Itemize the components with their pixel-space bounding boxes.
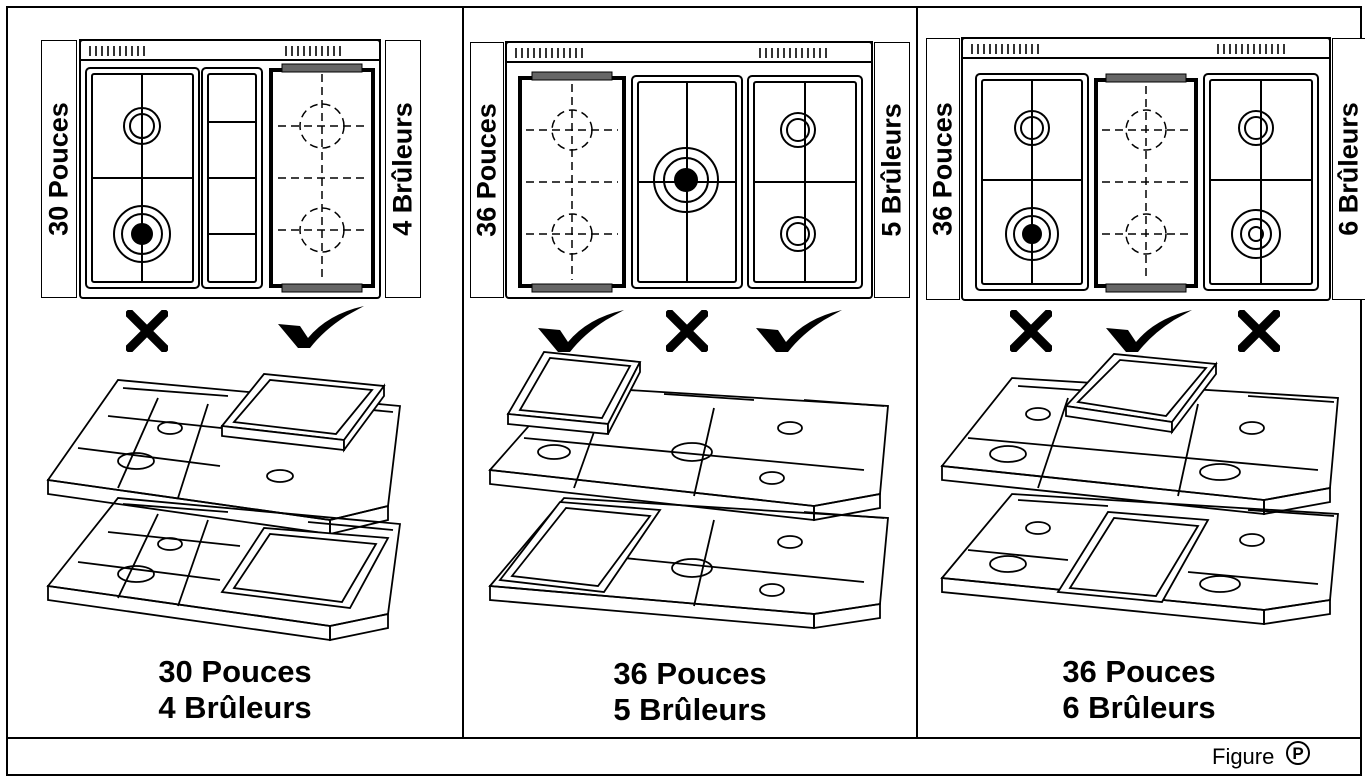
grate-right	[747, 75, 863, 289]
isometric-cooktop-upper	[46, 373, 402, 536]
caption-burners: 6 Brûleurs	[1062, 690, 1216, 725]
x-mark-icon	[666, 310, 708, 352]
panel-36-inch-6-burner: 36 Pouces 6 Brûleurs 36 Pouces 6 Brûleur…	[918, 8, 1365, 737]
caption-size: 30 Pouces	[158, 654, 312, 689]
cooktop-illustration	[940, 37, 1339, 626]
check-mark-icon	[538, 310, 624, 352]
check-mark-icon	[756, 310, 842, 352]
control-strip	[505, 41, 873, 63]
side-label-burners: 5 Brûleurs	[874, 42, 910, 298]
cooktop-frame	[79, 39, 381, 299]
check-mark-icon	[278, 306, 364, 348]
panel-divider	[462, 6, 464, 739]
grate-left	[85, 67, 200, 289]
caption-burners: 5 Brûleurs	[613, 692, 767, 727]
side-label-size-text: 30 Pouces	[43, 102, 74, 236]
side-label-size-text: 36 Pouces	[927, 102, 958, 236]
cooktop-illustration	[46, 39, 402, 642]
side-label-size: 36 Pouces	[926, 38, 960, 300]
x-mark-icon	[1238, 310, 1280, 352]
isometric-cooktop-upper	[940, 353, 1339, 516]
side-label-burners-text: 5 Brûleurs	[876, 103, 907, 237]
caption-size: 36 Pouces	[1062, 654, 1216, 689]
control-knobs	[89, 46, 341, 56]
control-knobs	[971, 44, 1285, 54]
grate-left	[975, 73, 1089, 291]
isometric-cooktop-lower	[46, 497, 402, 642]
burner-small	[1014, 110, 1050, 146]
burner-small	[780, 216, 816, 252]
burner-medium	[1231, 209, 1281, 259]
footer-divider	[6, 737, 1362, 739]
burner-small	[123, 107, 161, 145]
side-label-size: 30 Pouces	[41, 40, 77, 298]
isometric-cooktop-lower	[488, 497, 889, 630]
panel-30-inch-4-burner: 30 Pouces 4 Brûleurs 30 Pouces 4 Brûleur…	[8, 8, 462, 737]
panel-caption: 36 Pouces 5 Brûleurs	[464, 656, 916, 728]
cooktop-illustration	[488, 41, 889, 630]
side-label-burners: 6 Brûleurs	[1332, 38, 1365, 300]
grate-right	[1203, 73, 1319, 291]
grate-center	[631, 75, 743, 289]
side-label-burners-text: 4 Brûleurs	[387, 102, 418, 236]
control-knobs	[515, 48, 827, 58]
control-strip	[79, 39, 381, 61]
figure-frame	[6, 6, 1362, 776]
burner-large	[653, 147, 719, 213]
panel-caption: 36 Pouces 6 Brûleurs	[918, 654, 1360, 726]
side-label-size: 36 Pouces	[470, 42, 504, 298]
figure-label: Figure	[1212, 744, 1275, 769]
grate-middle	[201, 67, 263, 289]
panel-caption: 30 Pouces 4 Brûleurs	[8, 654, 462, 726]
side-label-size-text: 36 Pouces	[471, 103, 502, 237]
burner-small	[1238, 110, 1274, 146]
x-mark-icon	[1010, 310, 1052, 352]
control-strip	[961, 37, 1331, 59]
burner-small	[780, 112, 816, 148]
panel-36-inch-5-burner: 36 Pouces 5 Brûleurs 36 Pouces 5 Brûleur…	[464, 8, 916, 737]
x-mark-icon	[126, 310, 168, 352]
isometric-cooktop-lower	[940, 493, 1339, 626]
side-label-burners-text: 6 Brûleurs	[1333, 102, 1364, 236]
burner-large	[1005, 207, 1059, 261]
check-mark-icon	[1106, 310, 1192, 352]
burner-large	[113, 205, 171, 263]
isometric-cooktop-upper	[488, 351, 889, 522]
figure-badge: P	[1286, 741, 1310, 765]
side-label-burners: 4 Brûleurs	[385, 40, 421, 298]
caption-burners: 4 Brûleurs	[158, 690, 312, 725]
caption-size: 36 Pouces	[613, 656, 767, 691]
panel-divider	[916, 6, 918, 739]
